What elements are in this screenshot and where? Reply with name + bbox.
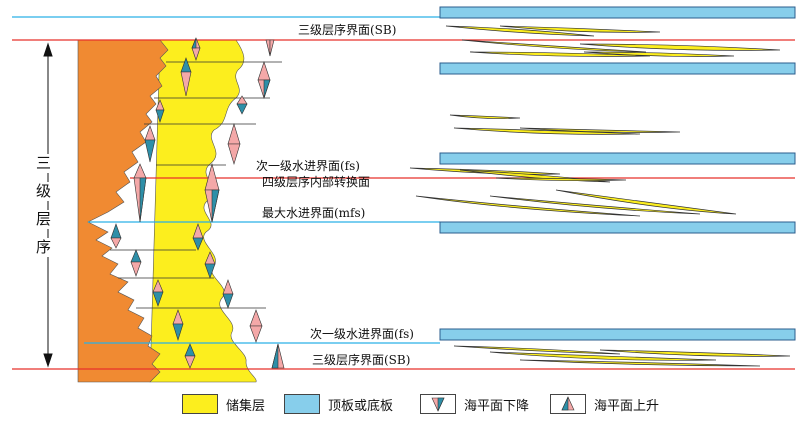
lens [555, 189, 737, 215]
vertical-label-char: 层 [36, 210, 52, 229]
lens [599, 349, 791, 357]
line-labels: 三级层序界面(SB) 次一级水进界面(fs) 四级层序内部转换面 最大水进界面(… [256, 22, 414, 367]
boundary-lines [12, 16, 795, 370]
reservoir-swatch [182, 394, 218, 414]
lens [489, 351, 717, 361]
diamond [191, 37, 201, 61]
label-mfs: 最大水进界面(mfs) [262, 206, 365, 220]
legend: 储集层 顶板或底板 海平面下降 海平面上升 [0, 392, 809, 418]
diamond [152, 279, 164, 307]
legend-label: 顶板或底板 [328, 398, 394, 414]
legend-label: 海平面上升 [594, 398, 660, 414]
diamond [130, 249, 142, 277]
diamond [180, 57, 192, 97]
yellow-reservoir-profile [149, 39, 257, 383]
label-fs-upper: 次一级水进界面(fs) [256, 159, 360, 173]
parasequence-ticks [110, 61, 282, 309]
diamond [133, 163, 147, 223]
legend-label: 海平面下降 [464, 398, 530, 414]
lens [415, 195, 641, 217]
fall-icon [420, 394, 456, 414]
legend-item-rise: 海平面上升 [550, 392, 659, 416]
diamond [172, 309, 184, 342]
legend-item-seal: 顶板或底板 [284, 392, 393, 416]
diamond [265, 39, 275, 57]
seal-bar [439, 152, 796, 165]
diamond [144, 125, 156, 163]
lens [489, 195, 701, 215]
label-sb-top: 三级层序界面(SB) [298, 22, 396, 37]
lens [449, 114, 521, 119]
diamond [204, 162, 220, 223]
lens [495, 177, 627, 182]
diamond [184, 343, 196, 369]
seal-swatch [284, 394, 320, 414]
lens [453, 127, 641, 135]
diamond [192, 223, 204, 251]
lens [583, 51, 735, 57]
diamond [249, 309, 263, 343]
rise-icon [550, 394, 586, 414]
vertical-label-char: 三 [36, 154, 52, 173]
seal-bars [439, 6, 796, 341]
seal-bar [439, 6, 796, 19]
diamond [110, 223, 122, 249]
seal-bar [439, 62, 796, 75]
lens [445, 25, 595, 37]
diamond [236, 95, 248, 115]
vertical-label-char: 序 [36, 238, 52, 257]
vertical-label-char: 级 [36, 182, 52, 201]
diamond [155, 99, 165, 123]
lens [461, 39, 647, 53]
seal-bar [439, 221, 796, 234]
seal-bar [439, 328, 796, 341]
label-internal: 四级层序内部转换面 [262, 174, 370, 189]
diamond [204, 251, 216, 279]
legend-label: 储集层 [226, 398, 266, 414]
diamond [271, 343, 285, 369]
lens [453, 345, 621, 355]
diamond [257, 61, 271, 99]
sea-level-diamonds [110, 37, 285, 369]
label-sb-bottom: 三级层序界面(SB) [312, 352, 410, 367]
diamond [227, 122, 241, 166]
lens [519, 359, 761, 367]
legend-item-reservoir: 储集层 [182, 392, 265, 416]
diamond [222, 279, 234, 309]
lens [499, 25, 661, 33]
lithology-column [77, 39, 257, 383]
lens [519, 127, 681, 133]
lens [579, 43, 781, 51]
label-fs-lower: 次一级水进界面(fs) [310, 327, 414, 341]
reservoir-lenses [409, 25, 791, 367]
sequence-arrow [43, 42, 53, 368]
legend-item-fall: 海平面下降 [420, 392, 529, 416]
